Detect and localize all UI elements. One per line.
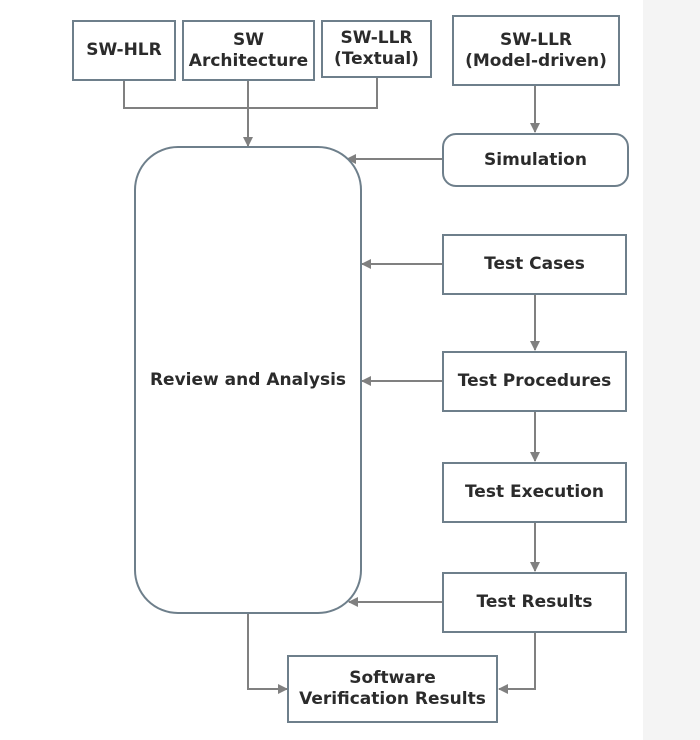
diagram-canvas: SW-HLR SW Architecture SW-LLR (Textual) … xyxy=(0,0,643,740)
connector-textual-merge xyxy=(248,78,378,109)
node-sw-llr-textual-line2: (Textual) xyxy=(334,49,419,69)
node-test-results: Test Results xyxy=(442,572,627,633)
node-sw-llr-textual: SW-LLR (Textual) xyxy=(321,20,432,78)
node-test-cases-label: Test Cases xyxy=(484,254,585,274)
node-test-execution-label: Test Execution xyxy=(464,482,605,502)
node-simulation: Simulation xyxy=(442,133,629,187)
node-review-label: Review and Analysis xyxy=(149,369,347,390)
node-sw-hlr: SW-HLR xyxy=(72,20,176,81)
node-test-cases: Test Cases xyxy=(442,234,627,295)
node-sw-hlr-label: SW-HLR xyxy=(86,40,162,60)
node-test-procedures-label: Test Procedures xyxy=(457,371,612,391)
connector-hlr-merge xyxy=(123,80,248,109)
arrow-results-to-verification xyxy=(498,633,536,694)
node-simulation-label: Simulation xyxy=(484,149,587,170)
node-sw-architecture: SW Architecture xyxy=(182,20,315,81)
node-sw-llr-textual-line1: SW-LLR xyxy=(340,28,413,48)
node-test-procedures: Test Procedures xyxy=(442,351,627,412)
node-sw-llr-model-driven: SW-LLR (Model-driven) xyxy=(452,15,620,86)
node-sw-architecture-line2: Architecture xyxy=(188,50,309,71)
node-verification-line1: Software xyxy=(349,668,436,688)
node-verification-line2: Verification Results xyxy=(299,689,486,709)
node-sw-architecture-line1: SW xyxy=(233,29,264,50)
connectors-layer xyxy=(123,78,540,694)
node-test-results-label: Test Results xyxy=(476,592,593,612)
node-software-verification-results: Software Verification Results xyxy=(287,655,498,723)
node-review-and-analysis: Review and Analysis xyxy=(134,146,362,614)
node-test-execution: Test Execution xyxy=(442,462,627,523)
node-sw-llr-model-line1: SW-LLR xyxy=(499,29,573,50)
node-sw-llr-model-line2: (Model-driven) xyxy=(465,50,607,71)
arrow-review-to-verification xyxy=(247,614,288,694)
